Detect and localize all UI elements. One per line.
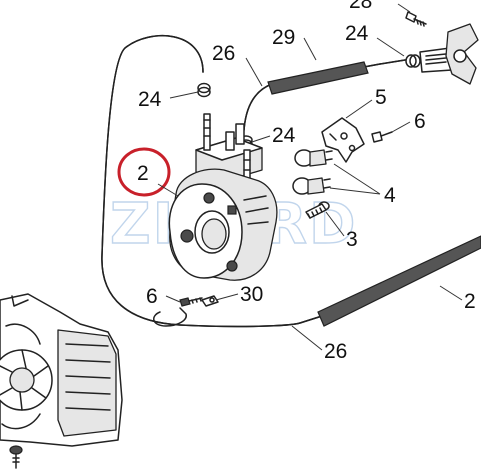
leader-24c xyxy=(251,135,271,143)
hose-loop xyxy=(153,307,187,327)
callout-26-bottom: 26 xyxy=(324,340,347,363)
leader-4 xyxy=(329,163,381,195)
leader-6b xyxy=(165,295,181,303)
pump-body xyxy=(168,113,278,281)
leader-29 xyxy=(303,37,317,61)
leader-24b xyxy=(169,91,199,99)
hose-29 xyxy=(267,61,369,95)
leader-30 xyxy=(215,293,239,301)
callout-26-top: 26 xyxy=(212,42,235,65)
hose-thick-lower xyxy=(317,235,481,327)
bracket-5 xyxy=(321,117,365,163)
screw-3 xyxy=(305,201,330,219)
leader-2 xyxy=(157,183,179,197)
callout-2-right: 2 xyxy=(464,290,476,313)
callout-24-top-right: 24 xyxy=(345,22,369,45)
leader-2b xyxy=(439,285,463,301)
leader-5 xyxy=(345,99,373,119)
clip-30 xyxy=(201,295,219,307)
callout-6-top: 6 xyxy=(414,110,426,133)
leader-3 xyxy=(325,211,345,237)
hose-fitting xyxy=(419,23,479,85)
leader-26a xyxy=(245,57,263,87)
highlight-circle xyxy=(117,147,171,197)
hose-clamp-24-left xyxy=(197,82,211,98)
hose-clamp-24-right xyxy=(405,54,421,68)
callout-29: 29 xyxy=(272,26,295,49)
callout-28: 28 xyxy=(349,0,372,13)
callout-6-bottom: 6 xyxy=(146,285,158,308)
leader-28 xyxy=(397,3,411,13)
screw-6-upper xyxy=(371,131,393,143)
leader-24a xyxy=(376,37,405,57)
callout-5: 5 xyxy=(375,86,387,109)
callout-2-highlighted: 2 xyxy=(137,162,149,185)
leader-26b xyxy=(291,325,323,351)
fan-housing xyxy=(0,293,123,447)
thermostat-4-lower xyxy=(292,177,331,195)
callout-24-left: 24 xyxy=(138,88,162,111)
screw-6-lower xyxy=(179,297,203,307)
callout-3: 3 xyxy=(346,228,358,251)
callout-30: 30 xyxy=(240,283,263,306)
thermostat-4-upper xyxy=(294,149,333,167)
screw-28 xyxy=(405,11,427,27)
callout-24-middle: 24 xyxy=(272,124,296,147)
leader-6a xyxy=(391,121,411,133)
callout-4: 4 xyxy=(384,184,396,207)
screw-bottom-left xyxy=(9,445,23,469)
